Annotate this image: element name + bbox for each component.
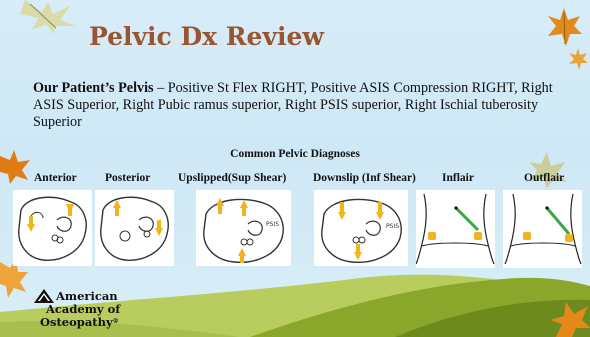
patient-label: Our Patient’s Pelvis bbox=[33, 80, 154, 96]
maple-leaf-icon bbox=[550, 302, 590, 337]
registered-mark: ® bbox=[112, 318, 119, 325]
diagnosis-label-posterior: Posterior bbox=[105, 172, 151, 184]
maple-leaf-icon bbox=[20, 0, 76, 34]
diagnosis-label-anterior: Anterior bbox=[34, 172, 77, 184]
maple-leaf-icon bbox=[0, 150, 30, 184]
diagram-upslipped: PSIS bbox=[196, 190, 291, 266]
maple-leaf-icon bbox=[529, 152, 567, 188]
maple-leaf-icon bbox=[0, 258, 28, 298]
diagram-downslip: PSIS bbox=[314, 190, 408, 266]
diagnosis-label-inflair: Inflair bbox=[442, 172, 474, 184]
section-subheading: Common Pelvic Diagnoses bbox=[230, 148, 360, 160]
logo-line-3: Osteopathy® bbox=[40, 315, 119, 329]
psis-label: PSIS bbox=[386, 223, 399, 230]
aao-logo: American Academy of Osteopathy® bbox=[34, 289, 148, 331]
maple-leaf-icon bbox=[569, 48, 588, 70]
diagram-outflair bbox=[503, 190, 582, 268]
diagram-anterior bbox=[13, 190, 92, 266]
psis-label: PSIS bbox=[266, 221, 279, 228]
patient-findings: – Positive St Flex RIGHT, Positive ASIS … bbox=[33, 80, 553, 130]
diagnosis-label-downslip: Downslip (Inf Shear) bbox=[313, 172, 416, 184]
slide-title: Pelvic Dx Review bbox=[89, 22, 324, 51]
maple-leaf-icon bbox=[548, 8, 582, 46]
diagnosis-label-outflair: Outflair bbox=[524, 172, 565, 184]
diagram-posterior bbox=[95, 190, 174, 266]
diagram-inflair bbox=[416, 190, 495, 268]
logo-mark-icon bbox=[34, 289, 54, 303]
logo-line-1: American bbox=[56, 289, 118, 303]
diagnosis-label-upslipped: Upslipped(Sup Shear) bbox=[178, 172, 287, 184]
logo-line-2: Academy of bbox=[46, 302, 121, 316]
patient-description: Our Patient’s Pelvis – Positive St Flex … bbox=[33, 80, 568, 131]
